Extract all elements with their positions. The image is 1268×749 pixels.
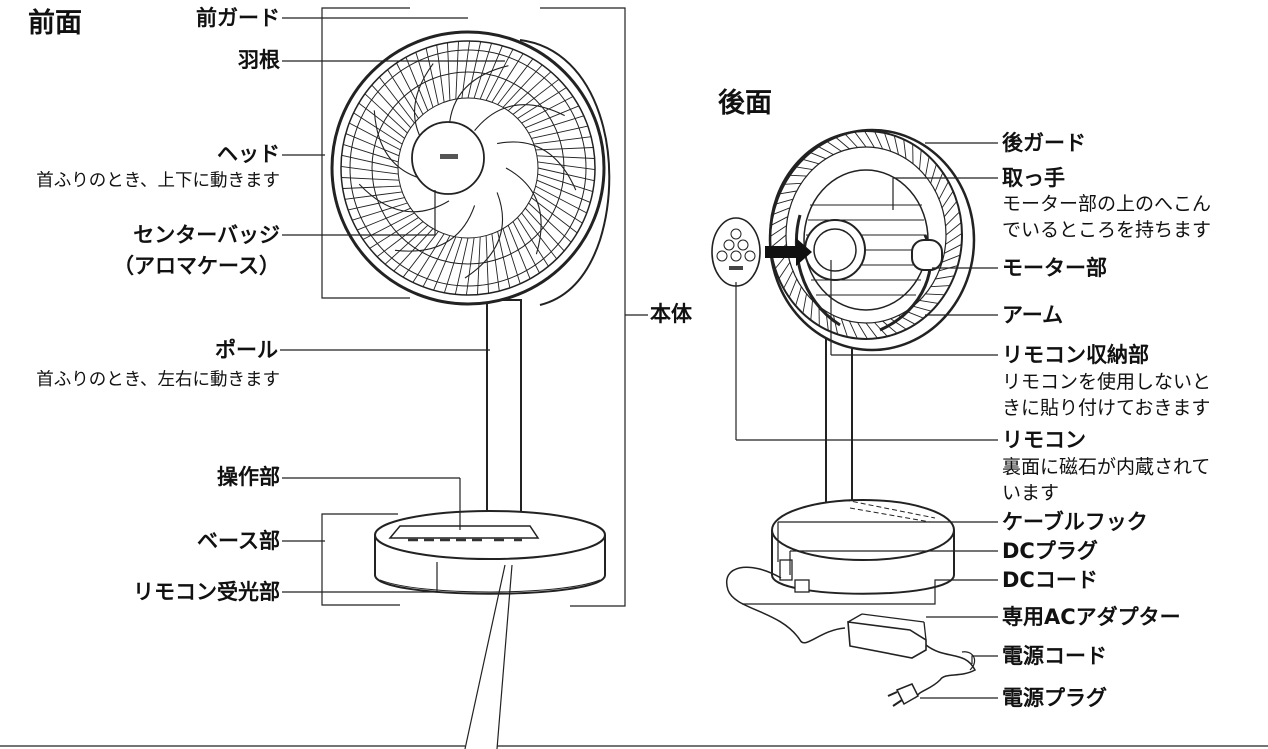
note-handle-2: でいるところを持ちます [1002, 219, 1212, 241]
label-base: ベース部 [197, 529, 280, 553]
front-pole [486, 299, 522, 533]
label-aroma-case: （アロマケース） [113, 254, 280, 278]
front-fan-illustration [330, 30, 611, 595]
label-remote: リモコン [1002, 428, 1086, 452]
rear-guard-spokes [769, 130, 963, 340]
label-power-cord: 電源コード [1002, 644, 1107, 668]
label-remote-receiver: リモコン受光部 [133, 580, 280, 604]
note-remote-1: 裏面に磁石が内蔵されて [1002, 456, 1211, 478]
front-guard-spokes [340, 40, 596, 296]
front-base [374, 510, 606, 595]
label-power-plug: 電源プラグ [1002, 686, 1107, 710]
front-leader-lines [0, 7, 1268, 749]
label-motor: モーター部 [1002, 256, 1107, 280]
power-plug-illustration [887, 683, 919, 707]
note-pole: 首ふりのとき、左右に動きます [36, 370, 280, 390]
label-center-badge: センターバッジ [133, 223, 280, 247]
note-head: 首ふりのとき、上下に動きます [36, 171, 280, 191]
remote-illustration [711, 217, 761, 287]
label-handle: 取っ手 [1002, 166, 1065, 190]
label-arm: アーム [1002, 303, 1064, 327]
label-control-panel: 操作部 [217, 465, 280, 489]
attach-arrow [765, 238, 812, 266]
back-head [768, 128, 976, 352]
back-heading: 後面 [718, 88, 772, 119]
label-dc-cord: DCコード [1002, 568, 1098, 592]
back-base [771, 499, 955, 595]
note-handle-1: モーター部の上のへこん [1002, 193, 1212, 215]
note-remote-storage-1: リモコンを使用しないと [1002, 371, 1212, 393]
label-rear-guard: 後ガード [1002, 131, 1086, 155]
back-leader-lines [735, 142, 998, 699]
label-dc-plug: DCプラグ [1002, 539, 1098, 563]
label-ac-adapter: 専用ACアダプター [1002, 605, 1181, 629]
front-head [330, 30, 606, 306]
label-main-body: 本体 [650, 302, 692, 326]
label-blades: 羽根 [238, 48, 280, 72]
label-pole: ポール [215, 338, 278, 362]
label-remote-storage: リモコン収納部 [1002, 343, 1149, 367]
front-heading: 前面 [28, 8, 82, 39]
label-cable-hook: ケーブルフック [1002, 510, 1148, 534]
label-head: ヘッド [217, 142, 280, 166]
note-remote-storage-2: きに貼り付けておきます [1002, 397, 1211, 419]
label-front-guard: 前ガード [196, 6, 280, 30]
back-fan-illustration [711, 128, 976, 707]
note-remote-2: います [1002, 482, 1060, 504]
ac-adapter-illustration [847, 613, 927, 659]
